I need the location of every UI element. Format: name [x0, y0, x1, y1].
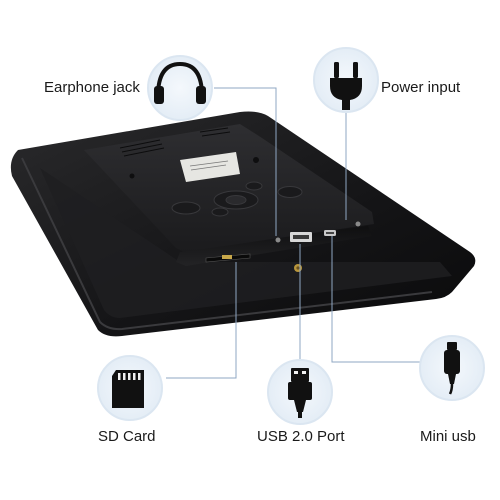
- power-input-label: Power input: [381, 79, 461, 96]
- leader-miniusb: [331, 236, 420, 363]
- power-callout-circle: [313, 47, 379, 113]
- mini-usb-label: Mini usb: [420, 428, 476, 445]
- miniusb-callout-circle: [419, 335, 485, 401]
- earphone-callout-circle: [147, 55, 213, 121]
- leader-lines: [166, 87, 420, 379]
- control-buttons: [171, 181, 303, 217]
- usb-callout-circle: [267, 359, 333, 425]
- headphones-icon: [154, 61, 206, 104]
- power-plug-icon: [330, 62, 362, 110]
- sd-card-label: SD Card: [98, 428, 156, 445]
- side-ports: [275, 221, 361, 243]
- leader-earphone: [214, 87, 277, 236]
- earphone-jack-label: Earphone jack: [44, 79, 140, 96]
- vent-slots: [119, 127, 231, 157]
- sd-card-icon: [112, 370, 144, 408]
- usb-port-label: USB 2.0 Port: [257, 428, 345, 445]
- photo-frame-device: [10, 111, 476, 337]
- mini-usb-icon: [444, 342, 460, 395]
- usb-icon: [288, 368, 312, 418]
- leader-sd: [166, 262, 237, 379]
- sd-callout-circle: [97, 355, 163, 421]
